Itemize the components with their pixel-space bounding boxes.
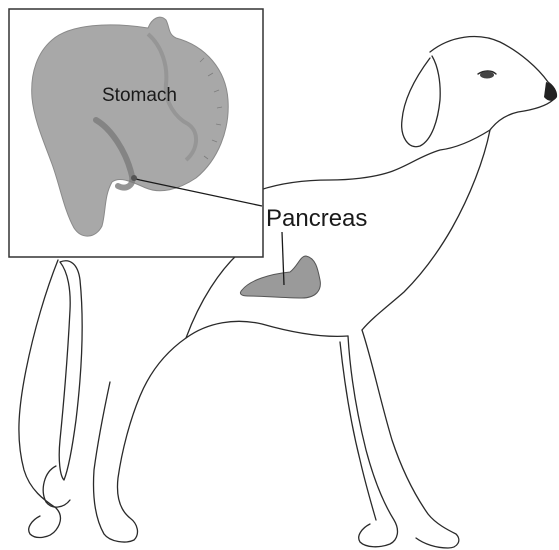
pancreas-shape — [240, 256, 320, 298]
dog-neck-front — [362, 130, 490, 330]
dog-eye-pupil — [480, 72, 494, 79]
dog-hind-leg-rear — [19, 260, 61, 537]
dog-nose — [544, 82, 557, 101]
callout-dot — [131, 175, 137, 181]
stomach-inset: Stomach — [9, 9, 263, 257]
dog-tail — [59, 261, 82, 480]
pancreas-organ — [240, 256, 320, 298]
dog-ear — [402, 56, 440, 147]
pancreas-label: Pancreas — [266, 205, 367, 232]
stomach-label: Stomach — [102, 85, 177, 106]
dog-body-outline — [260, 37, 556, 190]
dog-front-leg-front — [362, 330, 459, 548]
dog-front-leg-far — [340, 342, 376, 520]
dog-hind-leg-front — [93, 321, 348, 542]
